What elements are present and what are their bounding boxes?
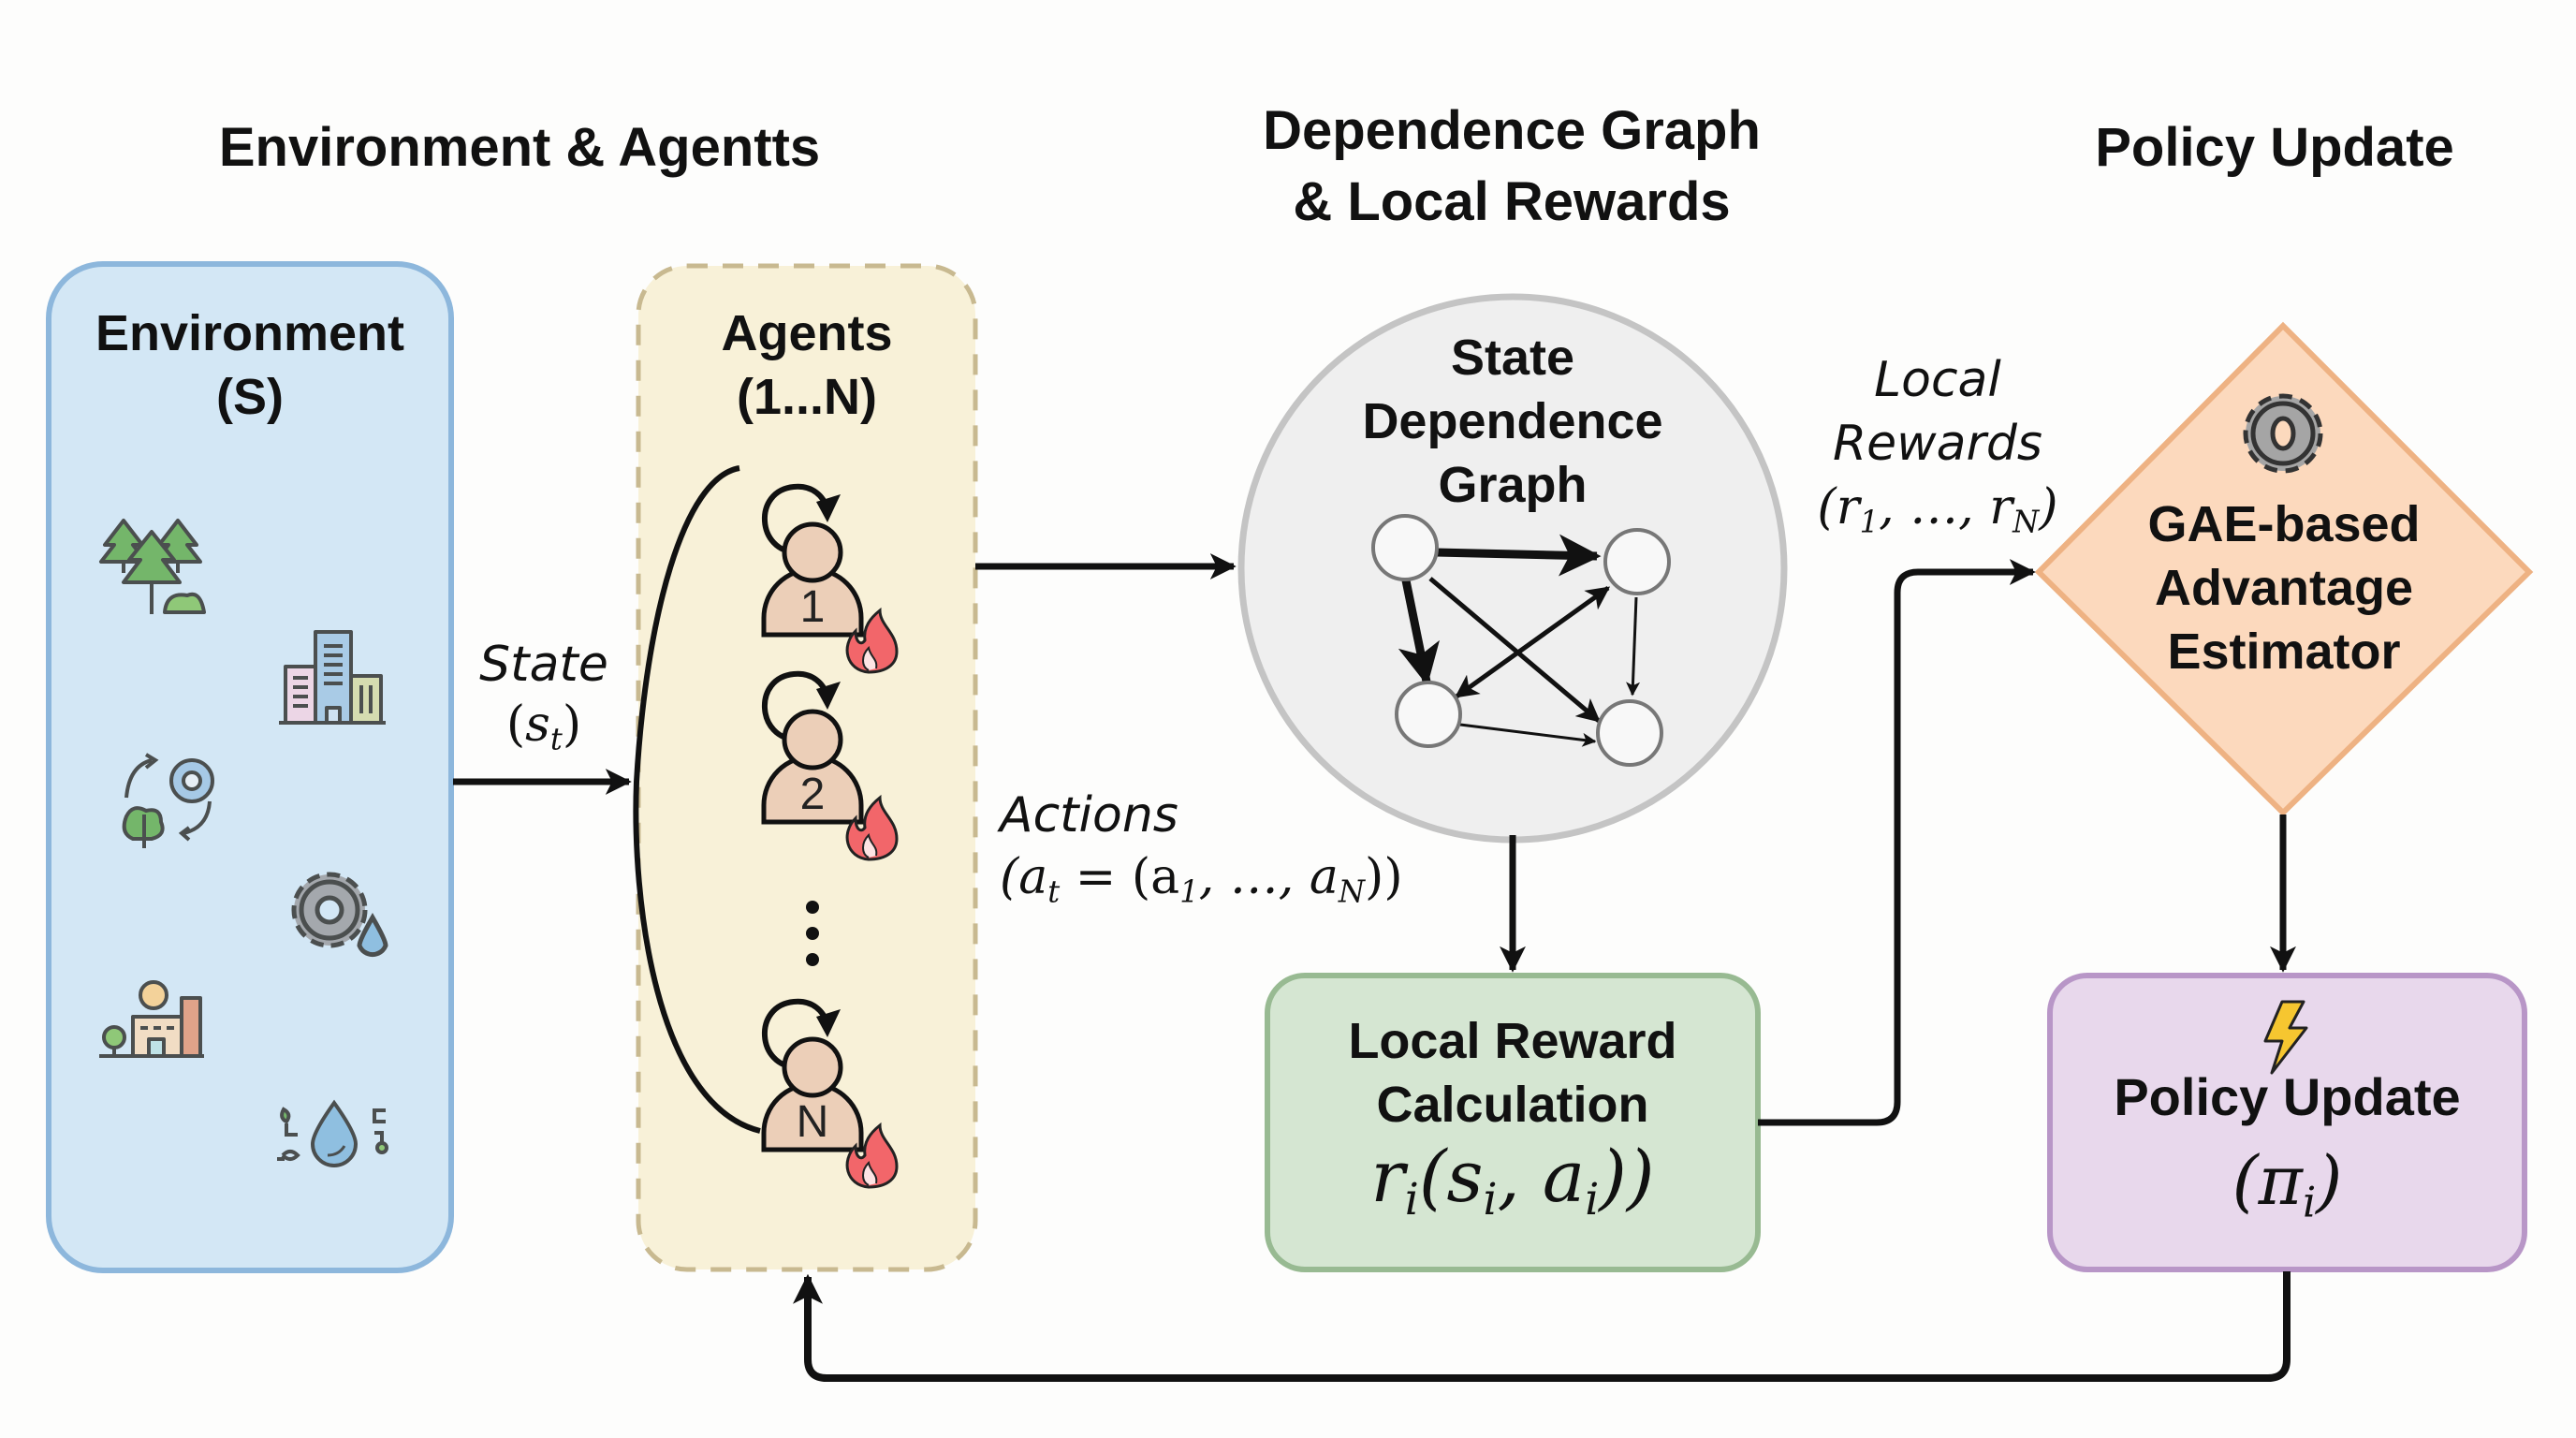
edge-0-1: [1435, 534, 1602, 577]
edge-0-2: [1398, 580, 1440, 686]
edge-2-3: [1459, 723, 1597, 747]
agent-head: [782, 1036, 843, 1098]
gear-water-icon: [291, 872, 388, 958]
formula-close: )): [1599, 1135, 1655, 1218]
self-loop-arrowhead: [816, 494, 841, 522]
actions-N: N: [1338, 873, 1366, 910]
actions-label-word: Actions: [1000, 787, 1178, 844]
section-title-environment-agents: Environment & Agentts: [218, 117, 821, 178]
state-label-word: State: [479, 637, 608, 693]
actions-mid: = (a: [1060, 849, 1180, 905]
graph-node-0: [1371, 514, 1439, 581]
graph-node-1: [1603, 528, 1671, 595]
policy-update-box-title: Policy Update: [2114, 1067, 2461, 1126]
graph-node-2: [1395, 681, 1462, 748]
dependence-graph-title: State Dependence Graph: [1362, 330, 1663, 513]
lr-close: ): [2039, 479, 2058, 536]
actions-1: 1: [1179, 873, 1199, 910]
self-loop-arrowhead: [816, 682, 841, 710]
fire-inner: [862, 1160, 878, 1186]
formula-open: (s: [1418, 1135, 1484, 1218]
lr-open: (r: [1817, 479, 1860, 536]
policy-formula: (πi): [2050, 1140, 2525, 1242]
fire-icon: [845, 607, 899, 674]
state-sym: s: [525, 697, 550, 753]
graph-node-3: [1596, 699, 1663, 767]
agent-head: [782, 521, 843, 583]
actions-label: Actions (at = (a1, …, aN)): [1000, 785, 1449, 923]
lr-sub1: 1: [1859, 504, 1880, 540]
agent-label: 1: [800, 582, 826, 632]
formula-s-sub: i: [1483, 1174, 1498, 1226]
city-buildings-icon: [279, 630, 386, 725]
edge-1-2: [1454, 585, 1611, 699]
lr-mid: , …, r: [1879, 479, 2013, 536]
local-rewards-line2: Rewards: [1833, 416, 2042, 472]
environment-title: Environment (S): [95, 305, 405, 425]
agent-2: 2: [761, 670, 899, 861]
agent-1: 1: [761, 483, 899, 674]
fire-icon: [845, 1122, 899, 1189]
actions-t: t: [1047, 873, 1061, 910]
fire-icon: [845, 794, 899, 861]
fire-inner: [862, 645, 878, 671]
section-title-policy-update: Policy Update: [2095, 117, 2454, 178]
policy-update-box: [2047, 973, 2527, 1272]
feedback-arrow: [793, 1271, 2291, 1382]
agent-head: [782, 709, 843, 770]
gear-icon: [2243, 393, 2323, 474]
formula-comma: , a: [1497, 1135, 1586, 1218]
agents-title: Agents (1...N): [721, 305, 893, 425]
state-label-expr: (st): [455, 695, 633, 770]
state-sub: t: [549, 721, 563, 757]
local-rewards-arrow: [1758, 559, 2036, 1126]
local-rewards-expr: (r1, …, rN): [1807, 476, 2069, 554]
policy-formula-open: (π: [2232, 1141, 2304, 1220]
graph-nodes: [1371, 514, 1671, 767]
eco-cycle-gear-icon: [122, 753, 214, 848]
fire-inner: [862, 832, 878, 858]
graph-edges: [1398, 534, 1641, 747]
lightning-icon: [2263, 1000, 2308, 1075]
actions-a: (a: [1000, 849, 1048, 905]
vertical-ellipsis-icon: [806, 901, 819, 966]
actions-dots: , …, a: [1198, 849, 1339, 905]
gae-title: GAE-based Advantage Estimator: [2147, 496, 2421, 680]
local-reward-formula: ri(si, ai)): [1267, 1135, 1758, 1242]
section-title-dependence-graph: Dependence Graph & Local Rewards: [1263, 100, 1761, 232]
self-loop-arrow: [761, 670, 830, 742]
agent-label: N: [797, 1097, 829, 1147]
policy-formula-close: ): [2316, 1141, 2343, 1220]
lr-subN: N: [2012, 504, 2040, 540]
formula-a-sub: i: [1585, 1174, 1600, 1226]
agents-broadcast-curve: [633, 465, 761, 1134]
state-open: (: [505, 697, 526, 753]
actions-label-expr: (at = (a1, …, aN)): [1000, 846, 1449, 923]
local-rewards-line1: Local: [1874, 352, 2001, 408]
self-loop-arrowhead: [816, 1009, 841, 1037]
actions-close: )): [1365, 849, 1403, 905]
water-drop-eco-icon: [277, 1099, 388, 1167]
formula-r: r: [1370, 1135, 1405, 1218]
agent-n: N: [761, 998, 899, 1189]
agent-label: 2: [800, 770, 826, 819]
forest-icon: [99, 519, 206, 614]
state-label: State (st): [455, 635, 633, 770]
state-close: ): [562, 697, 582, 753]
edge-1-3: [1626, 596, 1641, 697]
factory-icon: [99, 980, 204, 1058]
formula-r-sub: i: [1404, 1174, 1419, 1226]
gae-diamond: [2034, 321, 2534, 817]
local-reward-calc-title: Local Reward Calculation: [1348, 1013, 1677, 1133]
local-rewards-label: Local Rewards (r1, …, rN): [1807, 348, 2069, 554]
self-loop-arrow: [761, 998, 830, 1070]
policy-formula-sub: i: [2303, 1178, 2317, 1227]
self-loop-arrow: [761, 483, 830, 555]
